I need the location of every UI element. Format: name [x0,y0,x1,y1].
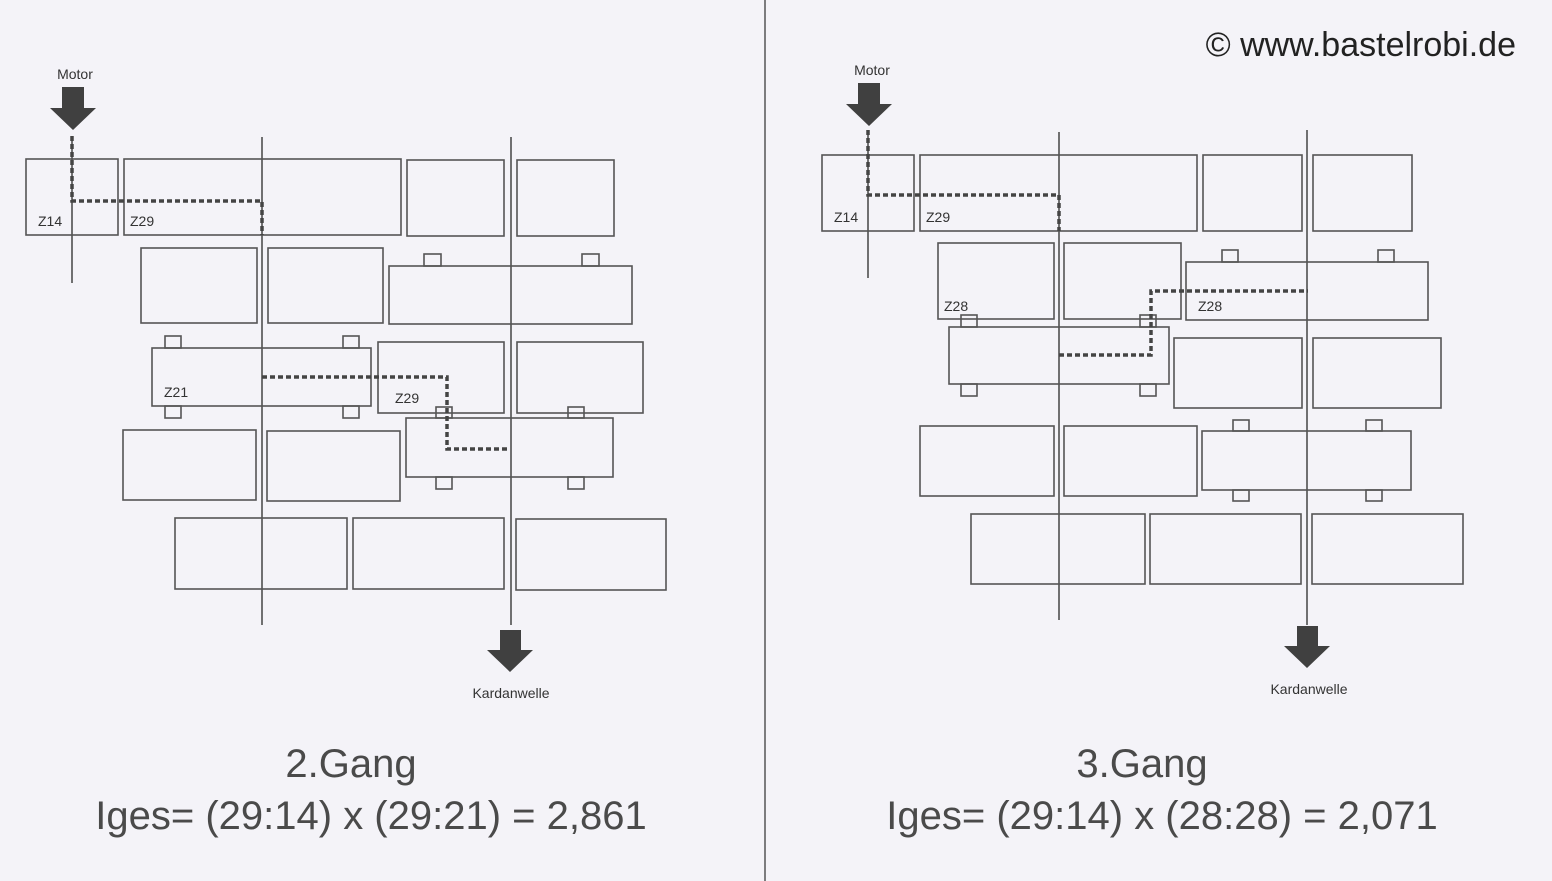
ratio-formula: Iges= (29:14) x (28:28) = 2,071 [886,794,1437,838]
gear-label: Z28 [944,298,968,314]
motor-input-arrow-icon [846,83,892,126]
motor-label: Motor [57,66,93,82]
gear-title: 2.Gang [285,742,416,786]
output-arrow-icon [1284,626,1330,668]
gears [25,158,667,591]
gear-label: Z28 [1198,298,1222,314]
power-flow-path [70,136,264,235]
gear-label: Z29 [130,213,154,229]
copyright-text: © www.bastelrobi.de [1206,26,1516,64]
output-arrow-icon [487,630,533,672]
power-flow-path [262,375,509,451]
motor-label: Motor [854,62,890,78]
gear-label: Z29 [926,209,950,225]
gear-label: Z21 [164,384,188,400]
kardanwelle-label: Kardanwelle [1270,681,1347,697]
ratio-formula: Iges= (29:14) x (29:21) = 2,861 [95,794,646,838]
gears [821,154,1464,585]
kardanwelle-label: Kardanwelle [472,685,549,701]
gear-label: Z14 [38,213,62,229]
motor-input-arrow-icon [50,87,96,130]
panel-2nd-gear: Motor [25,66,667,838]
gear-title: 3.Gang [1076,742,1207,786]
gear-label: Z29 [395,390,419,406]
panel-3rd-gear: Motor [821,62,1464,838]
power-flow-path [866,130,1061,231]
gear-label: Z14 [834,209,858,225]
power-flow-path [1059,289,1308,357]
